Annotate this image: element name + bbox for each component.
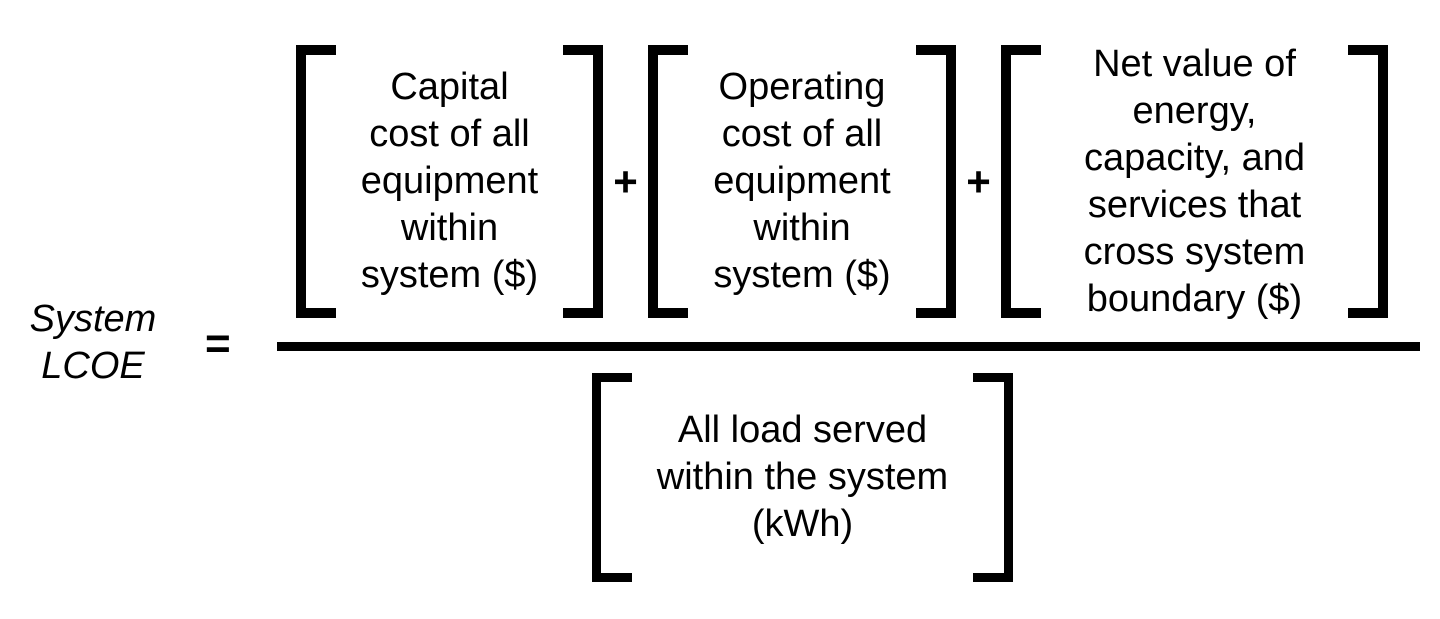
bracket-left xyxy=(592,373,632,582)
plus-operator-1: + xyxy=(613,157,638,205)
bracket-left xyxy=(1001,45,1041,318)
operating-cost-text: Operating cost of all equipment within s… xyxy=(713,66,891,296)
load-served-text: All load served within the system (kWh) xyxy=(656,409,949,545)
bracket-right xyxy=(973,373,1013,582)
fraction-bar xyxy=(277,342,1420,351)
bracket-right xyxy=(563,45,603,318)
numerator-term-capital-cost: Capital cost of all equipment within sys… xyxy=(296,45,603,318)
net-value-text: Net value of energy, capacity, and servi… xyxy=(1083,42,1306,320)
equals-sign: = xyxy=(205,319,231,368)
numerator: Capital cost of all equipment within sys… xyxy=(277,42,1420,320)
plus-operator-2: + xyxy=(966,157,991,205)
bracket-left xyxy=(648,45,688,318)
fraction: Capital cost of all equipment within sys… xyxy=(277,42,1420,582)
bracket-right xyxy=(1348,45,1388,318)
denominator: All load served within the system (kWh) xyxy=(277,373,1420,582)
denominator-term-load-served: All load served within the system (kWh) xyxy=(592,373,1013,582)
bracket-left xyxy=(296,45,336,318)
bracket-right xyxy=(916,45,956,318)
capital-cost-text: Capital cost of all equipment within sys… xyxy=(360,66,539,296)
numerator-term-net-value: Net value of energy, capacity, and servi… xyxy=(1001,42,1388,320)
system-lcoe-label: System LCOE xyxy=(29,298,157,387)
numerator-term-operating-cost: Operating cost of all equipment within s… xyxy=(648,45,956,318)
